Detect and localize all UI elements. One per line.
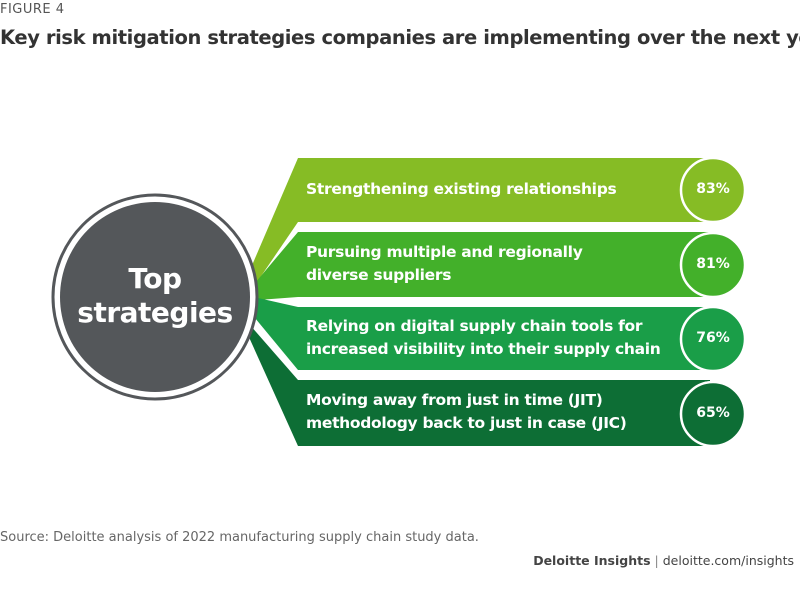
percent-circle-3	[679, 305, 747, 373]
percent-label-4: 65%	[696, 405, 730, 421]
strategy-bar-2	[298, 232, 710, 297]
strategy-label-3-line-2: increased visibility into their supply c…	[306, 339, 661, 358]
strategy-label-2-line-1: Pursuing multiple and regionally	[306, 242, 583, 261]
strategy-label-4-line-2: methodology back to just in case (JIC)	[306, 414, 627, 432]
connector-wedge-3	[255, 298, 298, 370]
source-note: Source: Deloitte analysis of 2022 manufa…	[0, 530, 479, 545]
connector-wedge-2	[255, 232, 298, 300]
connector-wedge-4	[248, 325, 298, 446]
strategy-label-1: Strengthening existing relationships	[306, 158, 676, 220]
percent-circle-1	[679, 156, 747, 224]
strategy-label-3-line-1: Relying on digital supply chain tools fo…	[306, 316, 643, 335]
credit-separator: |	[654, 553, 659, 568]
strategy-bar-4	[298, 380, 710, 446]
hub-circle	[60, 202, 250, 392]
strategy-label-2-line-2: diverse suppliers	[306, 265, 452, 284]
connector-wedge-1	[250, 158, 298, 285]
figure-label: FIGURE 4	[0, 2, 65, 17]
hub-label-line-1: Top	[128, 262, 182, 295]
credit-brand: Deloitte Insights	[533, 553, 651, 568]
strategy-bar-3	[298, 307, 710, 370]
strategy-label-1-line-1: Strengthening existing relationships	[306, 179, 617, 198]
credit: Deloitte Insights|deloitte.com/insights	[533, 553, 794, 568]
strategy-label-2: Pursuing multiple and regionally diverse …	[306, 232, 676, 295]
percent-circle-4	[679, 380, 747, 448]
percent-label-3: 76%	[696, 330, 730, 346]
hub-label: Top strategies	[60, 262, 250, 330]
strategy-bar-1	[298, 158, 710, 222]
credit-url[interactable]: deloitte.com/insights	[662, 553, 794, 568]
page-title: Key risk mitigation strategies companies…	[0, 26, 800, 49]
percent-circle-2	[679, 231, 747, 299]
percent-label-1: 83%	[696, 181, 730, 197]
strategy-label-3: Relying on digital supply chain tools fo…	[306, 307, 676, 368]
strategy-label-4: Moving away from just in time (JIT) metho…	[306, 380, 676, 444]
percent-label-2: 81%	[696, 256, 730, 272]
strategy-label-4-line-1: Moving away from just in time (JIT)	[306, 391, 603, 409]
hub-label-line-2: strategies	[77, 296, 233, 329]
